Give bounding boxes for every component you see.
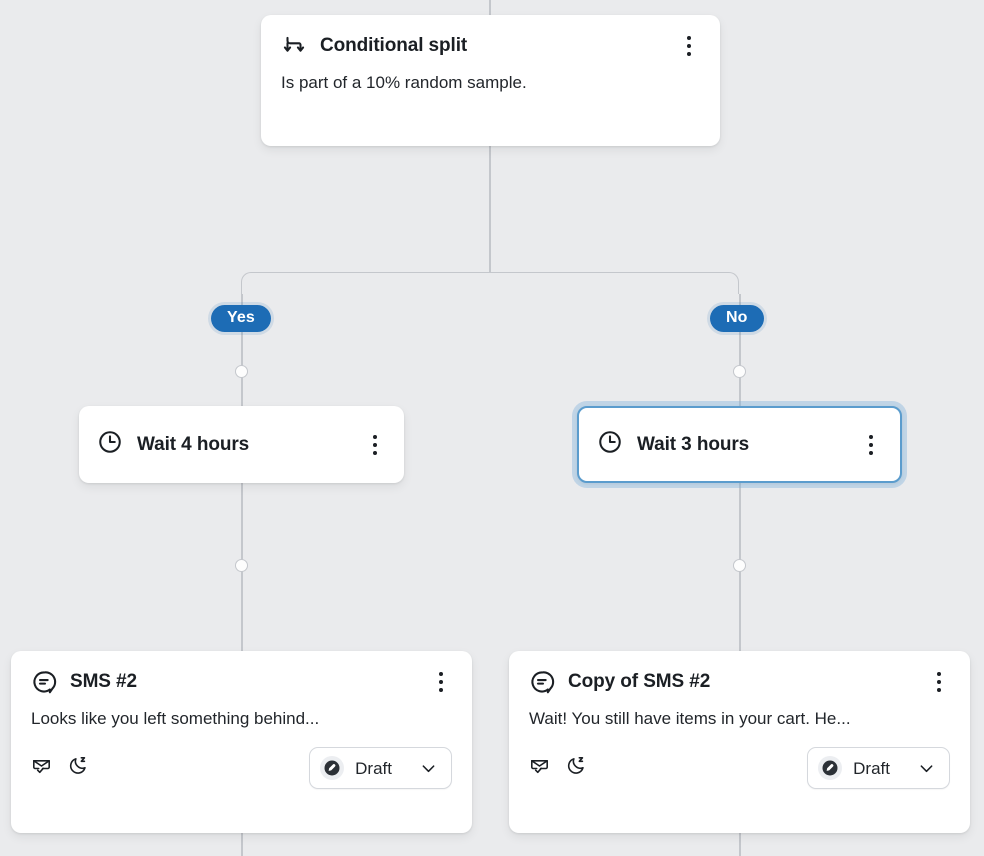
wait-4-hours-row: Wait 4 hours <box>79 406 404 483</box>
connector-below-sms-no <box>739 830 741 856</box>
chevron-down-icon <box>917 759 936 778</box>
sms-2-footer-icons <box>31 755 89 781</box>
node-card-wait-3-hours[interactable]: Wait 3 hours <box>577 406 902 483</box>
kebab-menu-icon[interactable] <box>430 669 452 695</box>
copy-of-sms-2-footer-icons <box>529 755 587 781</box>
copy-of-sms-2-footer: Draft <box>509 729 970 809</box>
clock-icon <box>597 429 623 460</box>
connector-node-yes[interactable] <box>234 365 248 378</box>
sms-bubble-icon <box>31 669 57 695</box>
sms-2-header: SMS #2 <box>11 651 472 695</box>
wait-4-hours-title: Wait 4 hours <box>137 433 250 455</box>
copy-of-sms-2-status-wrap: Draft <box>807 747 950 789</box>
connector-elbow-left <box>241 272 489 294</box>
status-label: Draft <box>853 758 890 778</box>
copy-of-sms-2-preview: Wait! You still have items in your cart.… <box>529 709 851 728</box>
status-dropdown-draft[interactable]: Draft <box>807 747 950 789</box>
status-label: Draft <box>355 758 392 778</box>
copy-of-sms-2-header: Copy of SMS #2 <box>509 651 970 695</box>
clock-icon <box>97 429 123 460</box>
status-dropdown-draft[interactable]: Draft <box>309 747 452 789</box>
connector-node-no-2[interactable] <box>732 559 746 572</box>
sms-2-title: SMS #2 <box>70 671 137 692</box>
sms-2-status-wrap: Draft <box>309 747 452 789</box>
sms-2-footer: Draft <box>11 729 472 809</box>
conditional-split-description: Is part of a 10% random sample. <box>281 73 527 92</box>
connector-yes-to-wait <box>241 294 243 410</box>
node-card-sms-2[interactable]: SMS #2 Looks like you left something beh… <box>11 651 472 833</box>
draft-pencil-icon <box>818 756 843 780</box>
smart-sending-icon <box>31 755 52 781</box>
connector-below-sms-yes <box>241 830 243 856</box>
connector-no-to-wait <box>739 294 741 410</box>
connector-node-yes-2[interactable] <box>234 559 248 572</box>
connector-node-no[interactable] <box>732 365 746 378</box>
branch-label-yes[interactable]: Yes <box>211 305 271 332</box>
connector-top-stub <box>489 0 491 15</box>
conditional-split-header: Conditional split <box>261 15 720 59</box>
copy-of-sms-2-title: Copy of SMS #2 <box>568 671 711 692</box>
wait-3-hours-title: Wait 3 hours <box>637 433 750 455</box>
conditional-split-title: Conditional split <box>320 35 468 56</box>
kebab-menu-icon[interactable] <box>364 432 386 458</box>
sms-bubble-icon <box>529 669 555 695</box>
node-card-conditional-split[interactable]: Conditional split Is part of a 10% rando… <box>261 15 720 146</box>
quiet-hours-icon <box>68 755 89 781</box>
connector-split-to-branchbar <box>489 145 491 273</box>
kebab-menu-icon[interactable] <box>678 33 700 59</box>
node-card-copy-of-sms-2[interactable]: Copy of SMS #2 Wait! You still have item… <box>509 651 970 833</box>
branch-label-no[interactable]: No <box>710 305 764 332</box>
draft-pencil-icon <box>320 756 345 780</box>
wait-3-hours-row: Wait 3 hours <box>579 408 900 481</box>
node-card-wait-4-hours[interactable]: Wait 4 hours <box>79 406 404 483</box>
quiet-hours-icon <box>566 755 587 781</box>
connector-elbow-right <box>489 272 739 294</box>
chevron-down-icon <box>419 759 438 778</box>
kebab-menu-icon[interactable] <box>860 432 882 458</box>
sms-2-preview: Looks like you left something behind... <box>31 709 320 728</box>
smart-sending-icon <box>529 755 550 781</box>
split-branch-icon <box>281 33 307 59</box>
kebab-menu-icon[interactable] <box>928 669 950 695</box>
